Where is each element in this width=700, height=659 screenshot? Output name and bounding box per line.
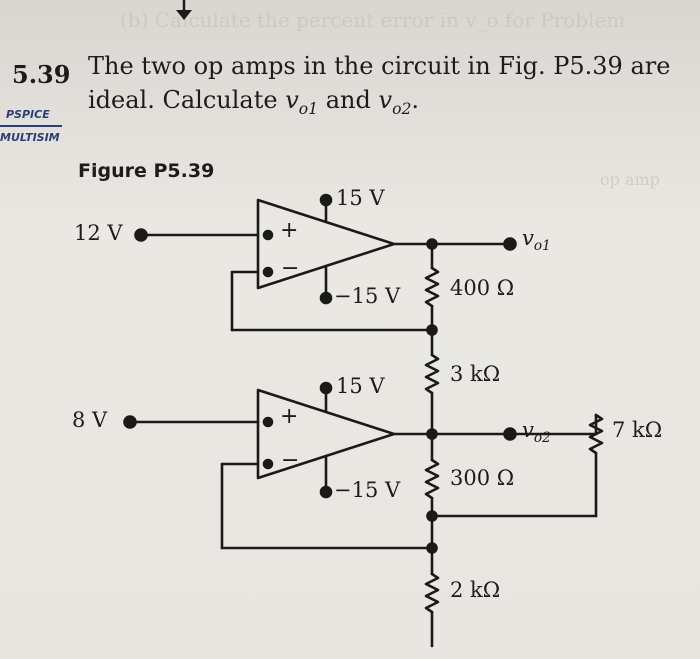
down-arrow-icon: [176, 0, 192, 20]
label-vo2: vo2: [522, 418, 551, 447]
label-r-300: 300 Ω: [450, 466, 515, 490]
resistor-400-ohm: [424, 266, 440, 308]
bleed-through-text-right: op amp: [600, 170, 660, 189]
problem-text-line2: ideal. Calculate vo1 and vo2.: [88, 86, 420, 118]
terminal-vo1: [503, 237, 517, 251]
label-plus-supply-2: 15 V: [336, 374, 385, 398]
label-r-7k: 7 kΩ: [612, 418, 663, 442]
supply-terminal-minus-2: [319, 485, 333, 499]
resistor-7k-ohm: [588, 413, 604, 455]
problem-text-line1: The two op amps in the circuit in Fig. P…: [88, 52, 671, 80]
figure-title: Figure P5.39: [78, 160, 215, 182]
label-plus-supply-1: 15 V: [336, 186, 385, 210]
pspice-tag: PSPICE: [6, 108, 50, 121]
terminal-12v: [134, 228, 148, 242]
op-amp-1-noninverting-sign: +: [280, 218, 299, 243]
label-vo1: vo1: [522, 226, 551, 255]
terminal-8v: [123, 415, 137, 429]
supply-terminal-plus-2: [319, 381, 333, 395]
node-a: [426, 324, 438, 336]
op-amp-2-noninverting-sign: +: [280, 404, 299, 429]
supply-terminal-minus-1: [319, 291, 333, 305]
resistor-300-ohm: [424, 458, 440, 500]
supply-terminal-plus-1: [319, 193, 333, 207]
label-r-3k: 3 kΩ: [450, 362, 501, 386]
resistor-2k-ohm: [424, 572, 440, 614]
multisim-tag: MULTISIM: [0, 131, 60, 144]
label-minus-supply-2: −15 V: [334, 478, 401, 502]
label-r-2k: 2 kΩ: [450, 578, 501, 602]
resistor-3k-ohm: [424, 353, 440, 395]
label-r-400: 400 Ω: [450, 276, 515, 300]
tag-divider: [0, 125, 62, 127]
problem-text-prefix: ideal. Calculate: [88, 86, 278, 114]
vo2-symbol: vo2: [378, 86, 412, 118]
op-amp-2-inverting-sign: −: [281, 448, 300, 473]
label-minus-supply-1: −15 V: [334, 284, 401, 308]
problem-number: 5.39: [12, 60, 71, 89]
and-word: and: [325, 86, 371, 114]
label-8v: 8 V: [72, 408, 108, 432]
label-12v: 12 V: [74, 221, 123, 245]
bleed-through-text: (b) Calculate the percent error in v_o f…: [120, 8, 626, 32]
op-amp-1-inverting-sign: −: [281, 256, 300, 281]
vo1-symbol: vo1: [285, 86, 319, 118]
